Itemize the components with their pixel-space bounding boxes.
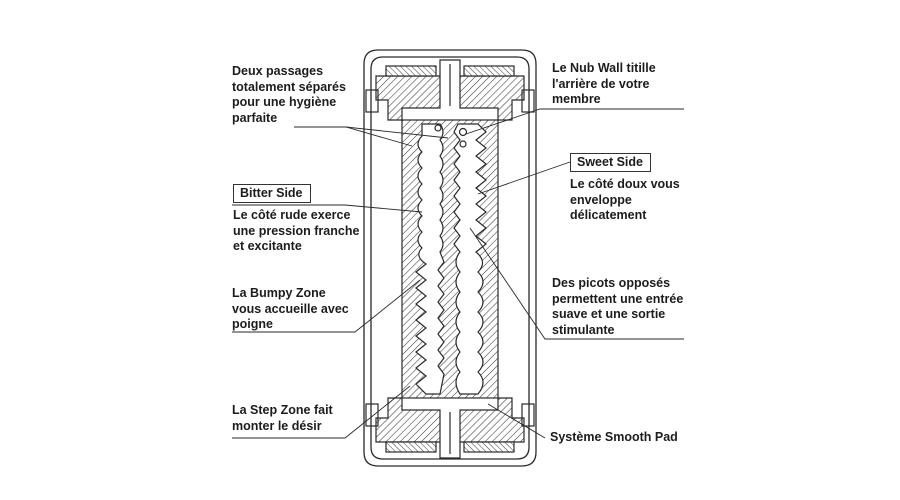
leader-bitter-side	[232, 204, 423, 213]
leader-step-zone	[232, 385, 411, 439]
label-deux-passages: Deux passages totalement séparés pour un…	[232, 64, 346, 125]
leader-picots	[469, 227, 684, 340]
label-sweet-side-desc: Le côté doux vous enveloppe délicatement	[570, 177, 680, 222]
bottom-cap	[365, 397, 535, 459]
leader-sweet-side	[477, 161, 571, 195]
leader-deux-passages	[294, 126, 413, 147]
label-bitter-side-title: Bitter Side	[233, 184, 311, 203]
leader-deux-passages-2	[345, 126, 449, 139]
label-bitter-side-desc: Le côté rude exerce une pression franche…	[233, 208, 360, 253]
leader-smooth-pad	[487, 403, 546, 439]
top-cap	[365, 59, 535, 121]
label-step-zone: La Step Zone fait monter le désir	[232, 403, 333, 433]
label-sweet-side-title: Sweet Side	[570, 153, 651, 172]
label-bumpy-zone: La Bumpy Zone vous accueille avec poigne	[232, 286, 349, 331]
sweet-side-channel	[453, 123, 487, 395]
leader-nub-wall	[465, 108, 684, 135]
leader-lines	[232, 108, 684, 439]
label-picots: Des picots opposés permettent une entrée…	[552, 276, 684, 337]
bitter-side-channel	[415, 123, 445, 395]
label-smooth-pad: Système Smooth Pad	[550, 430, 678, 444]
label-nub-wall: Le Nub Wall titille l'arrière de votre m…	[552, 61, 656, 106]
outer-shell	[363, 49, 537, 467]
inner-shell	[370, 56, 530, 460]
leader-bumpy-zone	[232, 279, 421, 333]
sleeve-body	[401, 119, 499, 399]
